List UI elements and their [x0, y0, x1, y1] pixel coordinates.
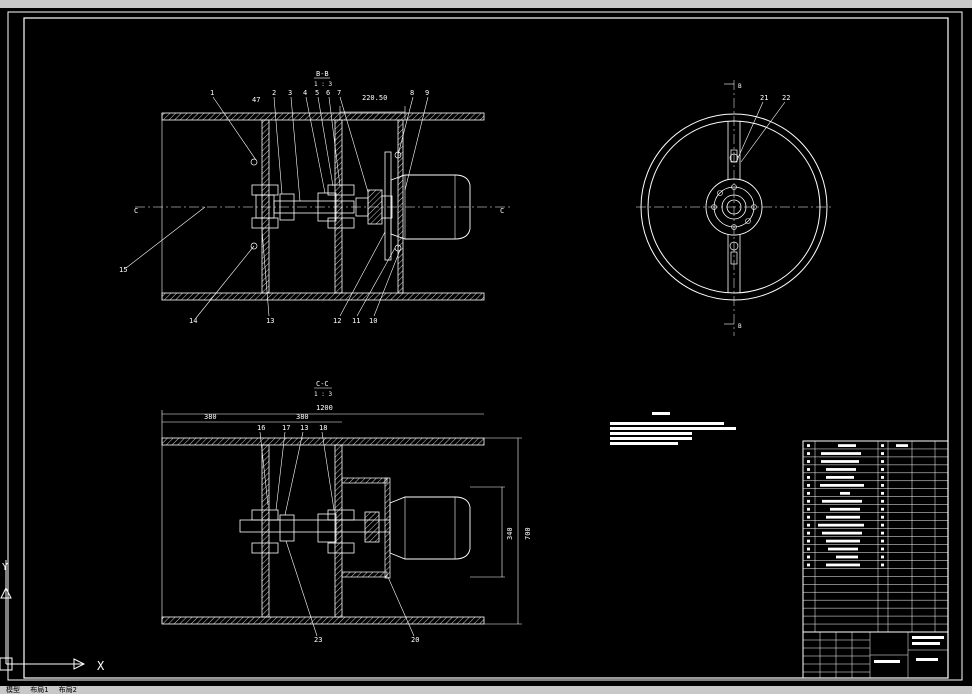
section-bb-scale: 1 : 3 — [314, 81, 332, 88]
section-cc-title: C-C — [316, 380, 329, 388]
svg-text:18: 18 — [319, 424, 327, 432]
svg-text:7: 7 — [337, 89, 341, 97]
tab-layout1[interactable]: 布局1 — [30, 686, 49, 694]
svg-text:10: 10 — [369, 317, 377, 325]
cut-mark-c-left: C — [134, 207, 138, 215]
svg-text:20: 20 — [411, 636, 419, 644]
inner-frame — [23, 17, 949, 679]
svg-text:17: 17 — [282, 424, 290, 432]
tab-model[interactable]: 模型 — [6, 686, 20, 694]
support-plate-middle — [334, 119, 343, 294]
dim-220-50: 220.50 — [362, 94, 387, 102]
section-view-cc — [161, 410, 522, 625]
svg-text:21: 21 — [760, 94, 768, 102]
dim-700: 700 — [524, 527, 532, 540]
svg-text:8: 8 — [410, 89, 414, 97]
tab-layout2[interactable]: 布局2 — [58, 686, 77, 694]
support-plate-right — [397, 119, 404, 294]
part-labels-top: 1 47 2 3 4 5 6 7 8 9 15 14 13 12 11 10 — [119, 89, 429, 325]
svg-text:3: 3 — [288, 89, 292, 97]
pipe-wall-bottom — [161, 292, 485, 301]
cut-mark-c-right: C — [500, 207, 504, 215]
svg-text:1: 1 — [210, 89, 214, 97]
window-top-bar — [0, 0, 972, 8]
cut-mark-b-top: B — [738, 83, 742, 90]
svg-text:13: 13 — [300, 424, 308, 432]
svg-text:2: 2 — [272, 89, 276, 97]
ucs-y-label: Y — [2, 562, 8, 573]
pipe-wall-top — [161, 112, 485, 121]
outer-frame — [7, 11, 963, 681]
motor-body — [390, 174, 471, 240]
section-cc-scale: 1 : 3 — [314, 391, 332, 398]
svg-text:23: 23 — [314, 636, 322, 644]
cut-mark-b-bottom: B — [738, 323, 742, 330]
support-plate-left — [261, 119, 270, 294]
parts-list-table[interactable] — [802, 440, 949, 679]
part-labels-lower: 16 17 13 18 23 20 — [257, 424, 419, 644]
ucs-icon — [0, 560, 86, 671]
shaft — [273, 200, 355, 214]
section-view-bb — [135, 106, 512, 301]
svg-text:15: 15 — [119, 266, 127, 274]
dim-380-left: 380 — [204, 413, 217, 421]
svg-text:9: 9 — [425, 89, 429, 97]
technical-notes — [610, 412, 736, 445]
svg-text:14: 14 — [189, 317, 197, 325]
svg-text:22: 22 — [782, 94, 790, 102]
svg-text:5: 5 — [315, 89, 319, 97]
svg-text:47: 47 — [252, 96, 260, 104]
layout-tabs-bar: 模型 布局1 布局2 — [0, 686, 972, 694]
ucs-x-label: X — [97, 659, 105, 673]
dim-340: 340 — [506, 527, 514, 540]
dim-1200: 1200 — [316, 404, 333, 412]
svg-text:13: 13 — [266, 317, 274, 325]
svg-text:4: 4 — [303, 89, 307, 97]
section-bb-title: B-B — [316, 70, 329, 78]
svg-text:12: 12 — [333, 317, 341, 325]
front-view — [636, 80, 832, 336]
svg-text:6: 6 — [326, 89, 330, 97]
svg-text:16: 16 — [257, 424, 265, 432]
svg-text:11: 11 — [352, 317, 360, 325]
dim-380-mid: 380 — [296, 413, 309, 421]
